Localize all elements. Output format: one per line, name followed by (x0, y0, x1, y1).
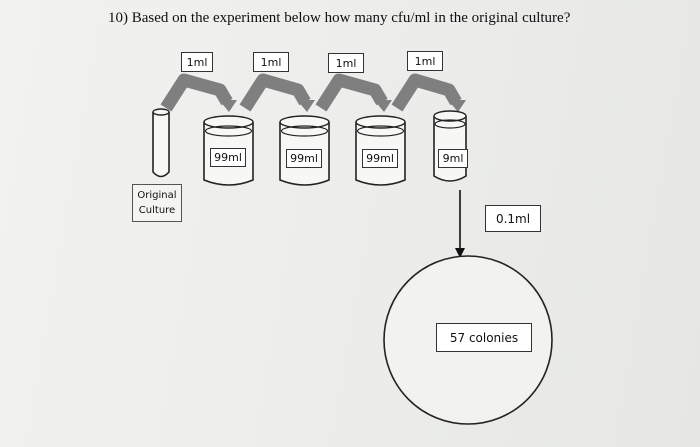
transfer-arrow-2 (239, 73, 315, 112)
tube-volume-label-2: 99ml (286, 149, 322, 168)
tube-volume-label-3: 99ml (362, 149, 398, 168)
transfer-arrow-4 (391, 73, 466, 112)
transfer-label-3: 1ml (328, 53, 364, 73)
transfer-label-4: 1ml (407, 51, 443, 71)
transfer-arrow-1 (160, 73, 237, 112)
transfer-label-2: 1ml (253, 52, 289, 72)
plated-volume-label: 0.1ml (485, 205, 541, 232)
plating-arrow (455, 190, 465, 258)
colonies-count-label: 57 colonies (436, 323, 532, 352)
transfer-label-1: 1ml (181, 52, 213, 72)
dilution-tube-4 (433, 110, 467, 182)
tube-volume-label-1: 99ml (210, 148, 246, 167)
original-culture-tube (152, 108, 170, 178)
tube-volume-label-4: 9ml (438, 149, 468, 168)
transfer-arrow-3 (315, 73, 392, 112)
question-text: 10) Based on the experiment below how ma… (108, 10, 571, 26)
dilution-tube-1 (203, 115, 254, 186)
original-culture-line-2: Culture (138, 205, 176, 216)
original-culture-label: Original Culture (132, 184, 182, 222)
original-culture-line-1: Original (137, 190, 177, 201)
